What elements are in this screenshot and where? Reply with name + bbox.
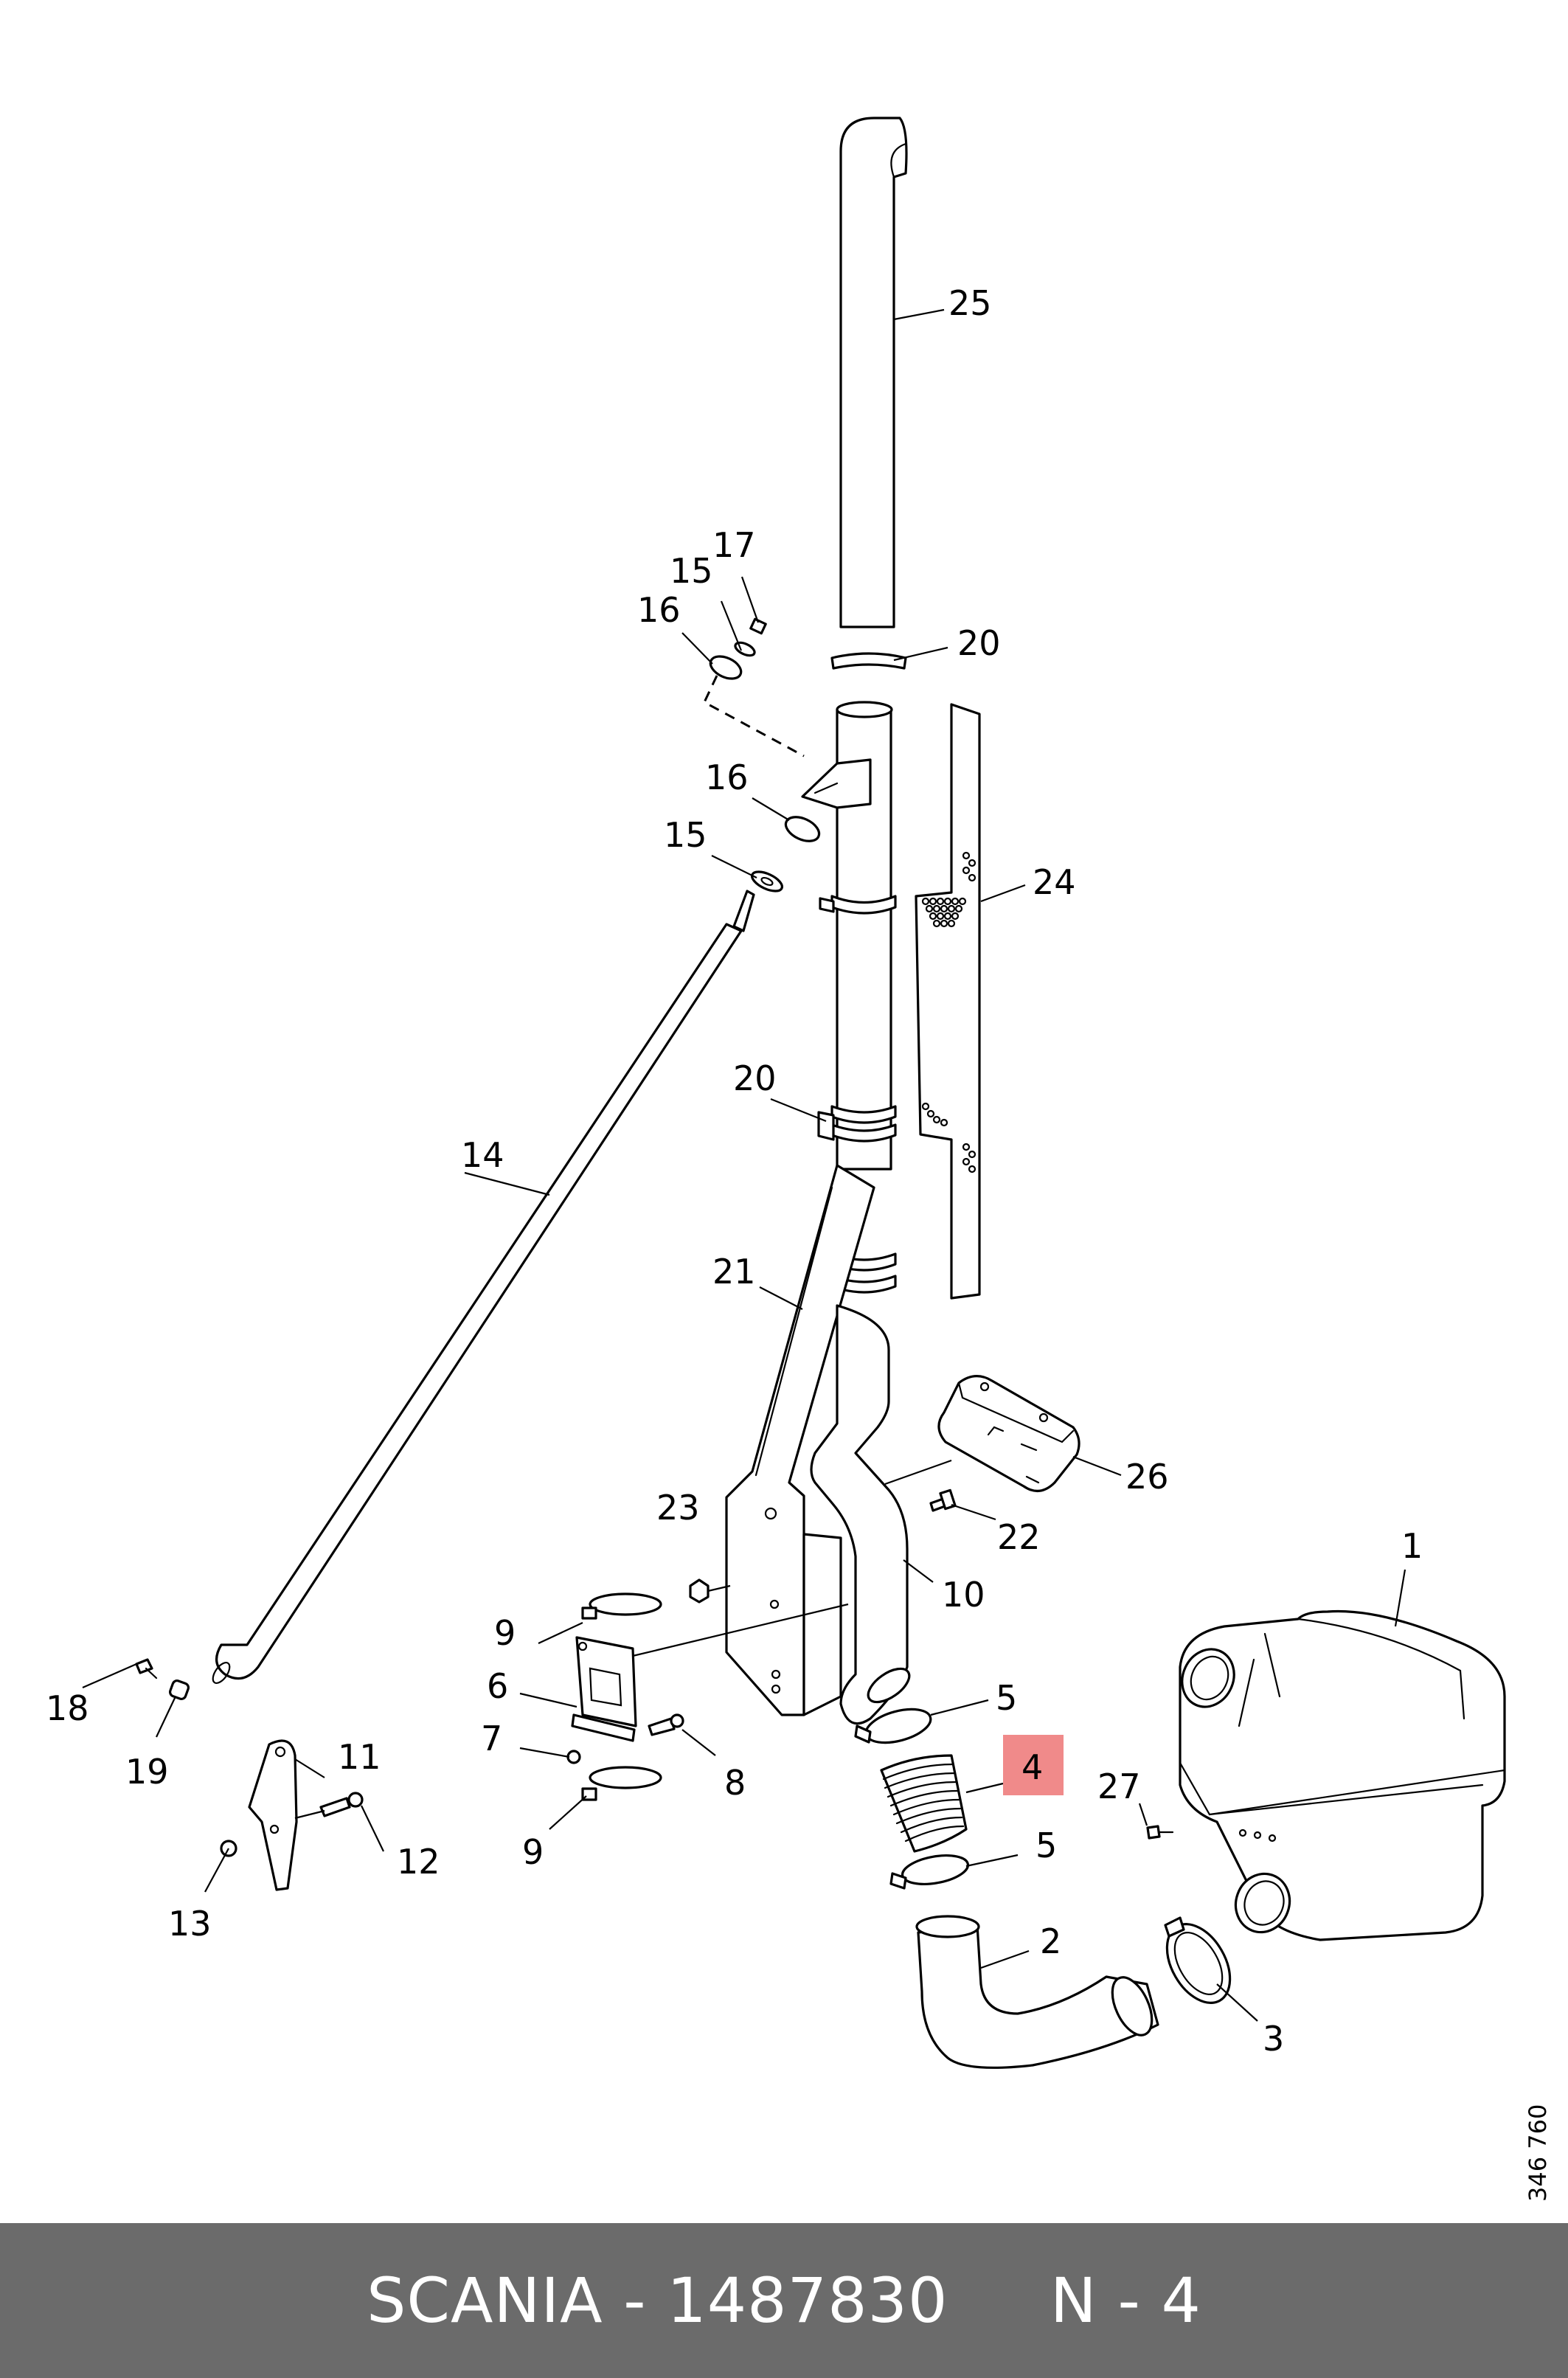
callout-22: 22 [997,1517,1041,1557]
callout-27: 27 [1097,1767,1141,1806]
callout-15-lower: 15 [664,815,707,855]
part-9-clamp-lower [581,1766,662,1801]
part-16-bushing-lower [784,816,821,842]
callout-labels: 1 2 3 4 5 5 6 7 8 9 9 10 11 12 13 14 15 … [46,283,1423,2059]
part-17-nut [749,617,767,635]
callout-5-upper: 5 [996,1678,1017,1718]
callout-10: 10 [942,1575,985,1615]
callout-6: 6 [487,1666,508,1706]
part-15-washer-lower [751,870,783,892]
part-15-washer-upper [734,641,756,657]
callout-1: 1 [1401,1526,1423,1566]
part-18-bolt [135,1658,158,1679]
drawing-reference: 346 760 [1524,2104,1552,2202]
callout-7: 7 [481,1719,502,1758]
callout-16-lower: 16 [705,758,749,797]
leader-lines [82,308,1406,2022]
callout-9-upper: 9 [494,1613,516,1653]
part-24-heat-shield [915,703,981,1300]
callout-9-lower: 9 [522,1832,544,1872]
callout-19: 19 [125,1752,169,1792]
callout-12: 12 [397,1842,440,1882]
part-14-stay-rod [212,890,755,1684]
callout-25: 25 [948,283,992,323]
callout-20-upper: 20 [957,623,1001,663]
callout-14: 14 [461,1135,504,1175]
assembly-line-dashed [703,675,805,758]
part-4-bellows [880,1754,968,1853]
part-6-mount [571,1636,637,1742]
part-10-pipe [810,1304,911,1725]
vertical-pipe [801,701,893,1171]
callout-11: 11 [338,1737,381,1777]
footer-bar: SCANIA - 1487830 N - 4 [0,2223,1568,2378]
exhaust-system-diagram: 1 2 3 4 5 5 6 7 8 9 9 10 11 12 13 14 15 … [46,117,1552,2202]
part-21-bracket [725,1164,875,1716]
highlight-box [1003,1735,1064,1795]
part-5-clamp-lower [889,1854,970,1890]
part-5-clamp-upper [854,1708,932,1744]
callout-18: 18 [46,1688,89,1728]
part-1-silencer [1179,1609,1506,1941]
callout-23: 23 [656,1488,700,1528]
part-12-bolt [319,1792,364,1817]
callout-3: 3 [1263,2019,1284,2059]
callout-4: 4 [1021,1747,1043,1787]
part-20-clamp-top [830,652,907,670]
callout-8: 8 [724,1763,746,1803]
callout-16-upper: 16 [637,590,681,630]
part-7-nut [566,1750,581,1764]
callout-24: 24 [1033,862,1076,902]
part-25-tailpipe [839,117,908,628]
part-27-bolt [1146,1825,1174,1840]
part-3-clamp [1164,1916,1232,2004]
part-8-bolt [648,1713,684,1736]
callout-21: 21 [712,1252,756,1292]
part-19-spacer [168,1679,190,1701]
part-9-clamp-upper [581,1592,662,1620]
footer-part-number: SCANIA - 1487830 N - 4 [367,2264,1201,2337]
part-26-heat-shield [937,1375,1080,1492]
part-22-bolt [929,1488,957,1512]
callout-13: 13 [168,1904,212,1944]
callout-17: 17 [712,525,756,565]
part-11-bracket [248,1739,298,1891]
callout-5-lower: 5 [1035,1826,1057,1865]
callout-2: 2 [1040,1921,1061,1961]
part-2-elbow [915,1915,1159,2069]
callout-26: 26 [1125,1457,1169,1497]
callout-15-upper: 15 [670,551,713,591]
callout-20-lower: 20 [733,1058,777,1098]
part-23-nut [689,1578,710,1604]
part-16-bushing-upper [709,655,743,680]
